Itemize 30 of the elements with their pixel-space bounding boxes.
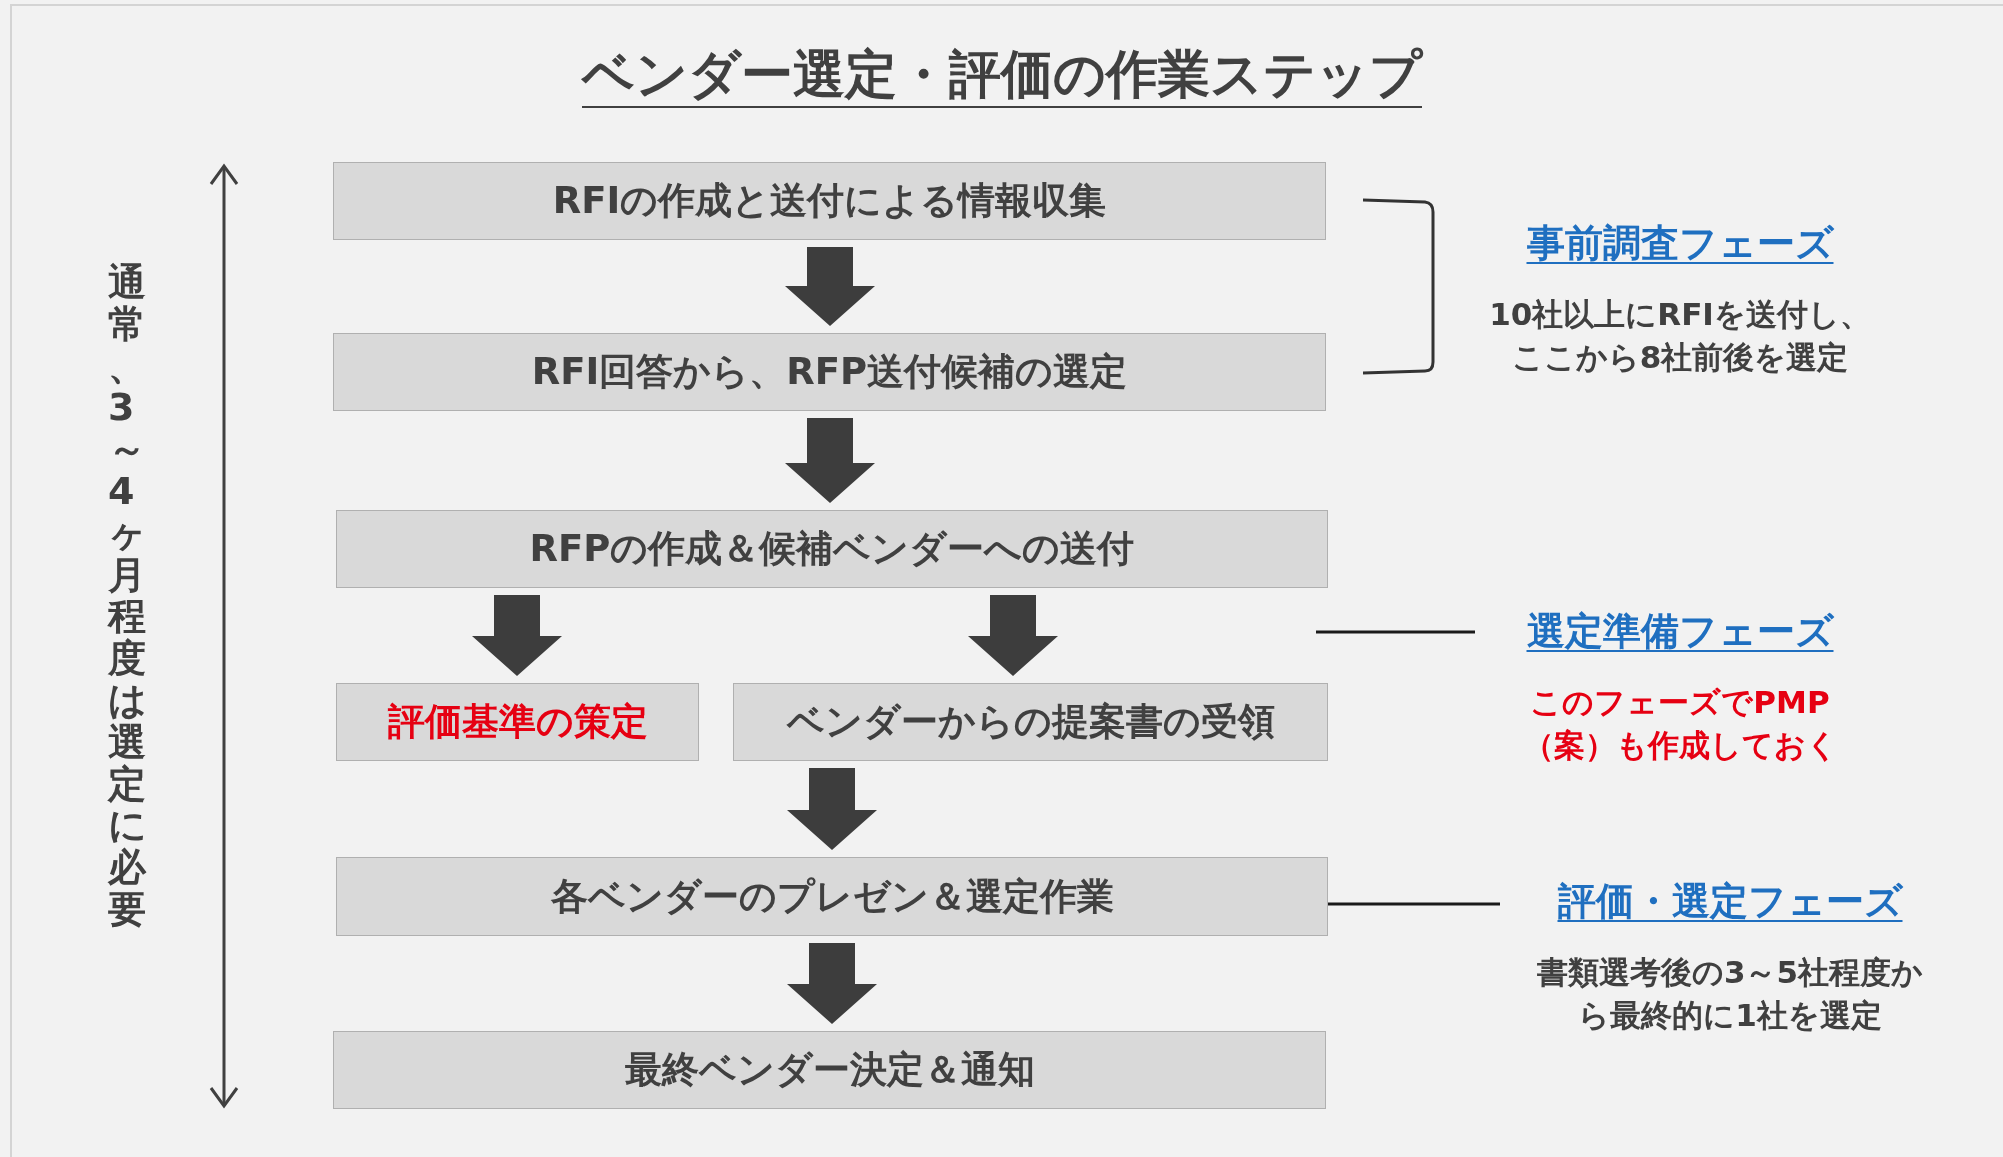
step-label: 最終ベンダー決定＆通知 xyxy=(624,1047,1035,1093)
phase-note: 10社以上にRFIを送付し、ここから8社前後を選定 xyxy=(1488,295,1872,378)
process-box xyxy=(336,510,1328,588)
block-arrow xyxy=(968,595,1058,676)
phase-heading: 選定準備フェーズ xyxy=(1526,608,1834,655)
step-label: RFIの作成と送付による情報収集 xyxy=(552,178,1107,224)
process-box xyxy=(733,683,1328,761)
block-arrow xyxy=(785,247,875,326)
diagram-title: ベンダー選定・評価の作業ステップ xyxy=(0,40,2003,110)
process-box xyxy=(333,333,1326,411)
phase-heading: 事前調査フェーズ xyxy=(1526,220,1834,267)
block-arrow xyxy=(785,418,875,503)
phase-note: このフェーズでPMP（案）も作成しておく xyxy=(1521,683,1839,766)
step-label: 各ベンダーのプレゼン＆選定作業 xyxy=(550,873,1114,920)
phase-note: 書類選考後の3～5社程度から最終的に1社を選定 xyxy=(1535,953,1925,1036)
process-box xyxy=(336,857,1328,936)
phase-heading: 評価・選定フェーズ xyxy=(1557,878,1903,925)
leader-line xyxy=(1316,630,1475,634)
block-arrow xyxy=(472,595,562,676)
duration-note: 通常、3～4ヶ月程度は選定に必要 xyxy=(108,262,146,931)
process-box xyxy=(333,162,1326,240)
step-label: RFI回答から、RFP送付候補の選定 xyxy=(531,349,1128,395)
step-label: RFPの作成＆候補ベンダーへの送付 xyxy=(529,526,1135,572)
block-arrow xyxy=(787,943,877,1024)
leader-line xyxy=(1328,902,1500,906)
step-label: 評価基準の策定 xyxy=(387,699,648,745)
step-label: ベンダーからの提案書の受領 xyxy=(786,699,1275,745)
block-arrow xyxy=(787,768,877,850)
process-box xyxy=(333,1031,1326,1109)
process-box xyxy=(336,683,699,761)
